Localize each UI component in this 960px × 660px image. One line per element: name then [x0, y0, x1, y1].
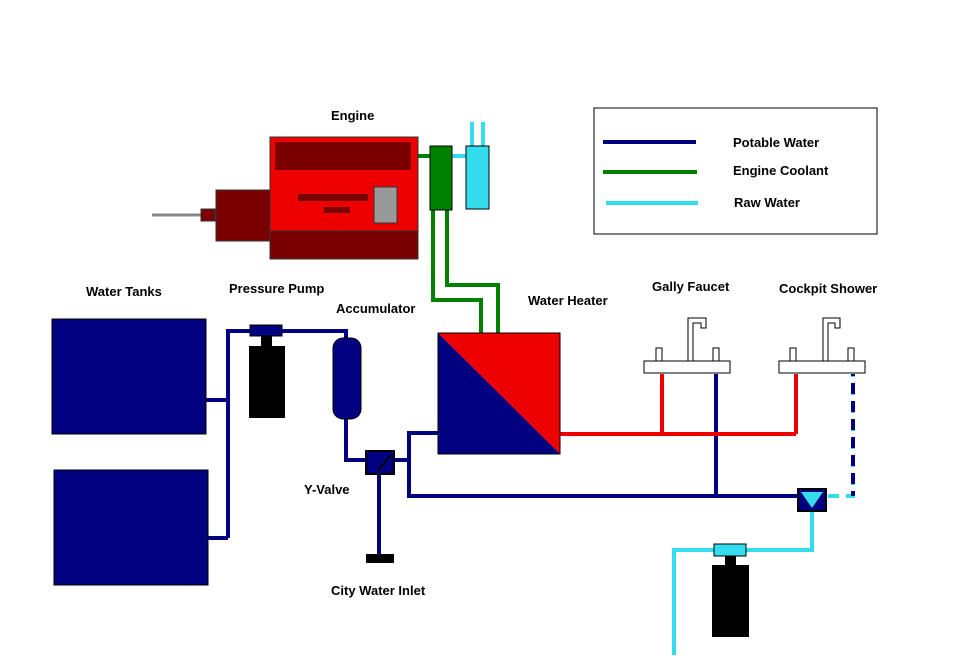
engine-filter [373, 186, 398, 224]
engine-manifold [298, 194, 368, 201]
coolant-pipe-right [445, 210, 500, 333]
raw-water-pump [712, 543, 749, 637]
legend: Potable Water Engine Coolant Raw Water [593, 107, 878, 235]
y-valve-label: Y-Valve [304, 482, 350, 497]
y-valve-diverter [377, 454, 392, 471]
tank-manifold-to-pump [226, 329, 250, 538]
water-tanks-label: Water Tanks [86, 284, 162, 299]
legend-raw-label: Raw Water [734, 195, 800, 210]
galley-faucet [643, 317, 731, 374]
y-valve [365, 450, 395, 475]
cockpit-shower-spout [822, 317, 841, 362]
cockpit-shower-handle-left [789, 347, 797, 362]
coolant-pipes [418, 154, 500, 333]
raw-water-strainer [465, 145, 490, 210]
raw-water-pump-neck [725, 556, 736, 565]
galley-faucet-base [643, 360, 731, 374]
heat-exchanger [429, 145, 453, 211]
accumulator-to-yvalve [344, 418, 366, 462]
water-heater-outline [437, 332, 561, 455]
pressure-pump-motor [249, 346, 285, 418]
galley-faucet-label: Gally Faucet [652, 279, 730, 294]
water-heater [437, 332, 561, 455]
raw-water-pump-motor [712, 565, 749, 637]
coolant-pipe-left [431, 210, 483, 333]
galley-faucet-spout [687, 317, 707, 362]
raw-water-pump-inlet [672, 548, 714, 655]
cockpit-shower [778, 317, 866, 374]
engine-shaft-coupling [200, 208, 216, 222]
pressure-pump-neck [261, 336, 272, 346]
legend-box [593, 107, 878, 235]
raw-water-to-valve [746, 510, 814, 552]
accumulator-label: Accumulator [336, 301, 415, 316]
hot-water-pipes [560, 374, 798, 436]
cold-line-to-shower-valve [407, 460, 798, 498]
engine-valve-cover [275, 142, 411, 170]
raw-water-to-shower [828, 374, 855, 498]
water-heater-label: Water Heater [528, 293, 608, 308]
y-valve-body [365, 450, 395, 475]
legend-coolant-label: Engine Coolant [733, 163, 829, 178]
water-tank-1 [51, 318, 207, 435]
engine-oil-pan [269, 230, 419, 260]
pressure-pump-head [249, 324, 283, 337]
pressure-pump [249, 324, 285, 418]
cockpit-shower-label: Cockpit Shower [779, 281, 877, 296]
accumulator-tank [332, 337, 362, 420]
legend-potable-label: Potable Water [733, 135, 819, 150]
water-heater-cold-half [438, 333, 560, 454]
engine [152, 136, 490, 260]
galley-faucet-handle-left [655, 347, 663, 362]
potable-water-pipes [206, 329, 855, 555]
engine-manifold-lower [324, 207, 350, 213]
pump-to-accumulator [282, 329, 348, 340]
shower-mixing-valve [797, 488, 827, 512]
yvalve-to-heater [394, 431, 439, 462]
galley-faucet-handle-right [712, 347, 720, 362]
raw-water-pump-head [713, 543, 747, 557]
cockpit-shower-base [778, 360, 866, 374]
pressure-pump-label: Pressure Pump [229, 281, 324, 296]
water-tank-2 [53, 469, 209, 586]
shower-valve-raw-half [801, 492, 823, 508]
engine-transmission [215, 189, 271, 242]
city-water-inlet-fitting [366, 554, 394, 563]
city-water-inlet-label: City Water Inlet [331, 583, 426, 598]
engine-label: Engine [331, 108, 374, 123]
cockpit-shower-handle-right [847, 347, 855, 362]
